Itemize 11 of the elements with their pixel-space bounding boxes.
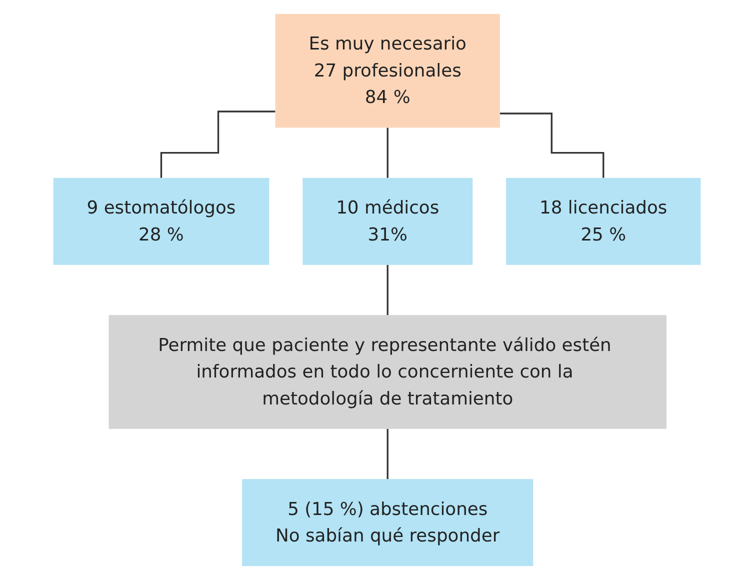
connector <box>386 126 388 179</box>
node-box: 9 estomatólogos 28 % <box>53 178 270 265</box>
node-box: 5 (15 %) abstenciones No sabían qué responder <box>242 479 534 566</box>
connector <box>386 264 388 316</box>
node-box: Es muy necesario 27 profesionales 84 % <box>275 14 500 128</box>
connector <box>500 112 604 179</box>
connector <box>386 428 388 480</box>
node-box: 10 médicos 31% <box>302 178 473 265</box>
connector <box>160 110 276 179</box>
node-box: Permite que paciente y representante válido estén informados en todo lo concerniente con la metodología de tratamiento <box>108 315 666 429</box>
node-box: 18 licenciados 25 % <box>506 178 701 265</box>
